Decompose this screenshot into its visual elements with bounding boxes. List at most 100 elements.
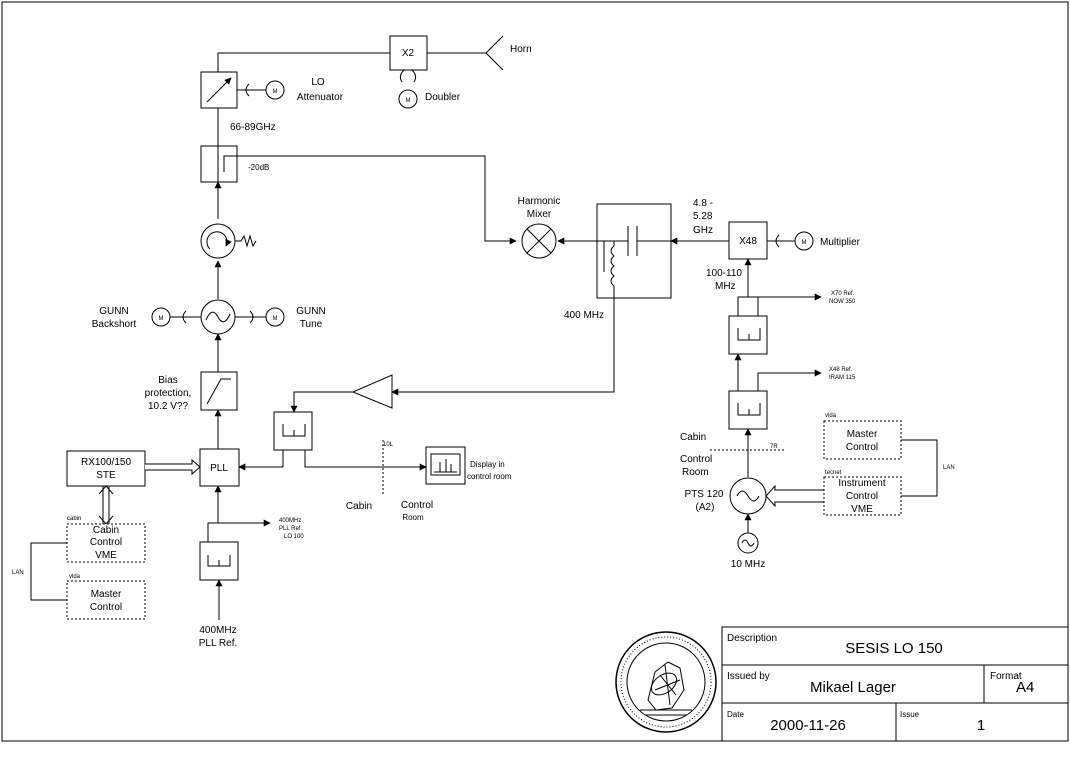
harmonic-mixer-label-2: Mixer [527,209,552,220]
horn-label: Horn [510,44,532,55]
power-splitter-mid-box [273,411,313,451]
cabin-small-label: cabin [67,516,81,522]
format-label: Format [990,671,1022,682]
rx-label-1: RX100/150 [81,457,131,468]
svg-text:vlda: vlda [825,413,837,419]
doubler-x2-box [389,35,428,71]
rx-label-2: STE [96,470,116,481]
svg-text:NOW 350: NOW 350 [829,299,856,305]
description-value: SESIS LO 150 [845,640,943,657]
pll-label: PLL [210,463,228,474]
master-control-left-box [66,580,146,620]
pts-label-1: PTS 120 [685,489,724,500]
svg-text:M: M [406,98,411,104]
instrument-control-vme-box [823,476,902,516]
bias-label-2: protection, [145,388,192,399]
gunn-backshort-label-1: GUNN [99,306,128,317]
harmonic-mixer-label-1: Harmonic [518,196,561,207]
cabin-label: Cabin [346,501,372,512]
rx-ste-box [66,450,146,487]
svg-text:MHz: MHz [715,281,736,292]
svg-text:M: M [159,316,164,322]
master-control-right-box [823,420,902,460]
svg-text:GHz: GHz [693,225,713,236]
svg-text:vlda: vlda [69,574,81,580]
svg-text:tecnet: tecnet [825,470,842,476]
x48-label: X48 [739,236,757,247]
doubler-motor-icon [398,89,418,109]
coupler-box [200,145,238,183]
svg-text:Control: Control [90,537,122,548]
svg-text:LO 100: LO 100 [284,534,304,540]
ref-400-label-1: 400MHz [199,625,236,636]
gunn-backshort-label-2: Backshort [92,319,137,330]
date-label: Date [727,710,744,719]
svg-text:Control: Control [846,442,878,453]
issued-by-value: Mikael Lager [810,679,896,696]
power-splitter-right1-box [728,315,768,355]
svg-text:Master: Master [91,589,122,600]
lan-right-label: LAN [943,465,955,471]
svg-text:IRAM 115: IRAM 115 [829,375,856,381]
backshort-motor-icon [151,307,171,327]
svg-text:7R: 7R [770,444,778,450]
page-border [1,1,1069,742]
isolator-icon [200,223,236,259]
diplexer-box [596,203,672,299]
freq-66-89-label: 66-89GHz [230,122,276,133]
x70-ref-label-1: X70 Ref. [831,291,855,297]
gunn-tune-label-1: GUNN [296,306,325,317]
svg-text:M: M [802,240,807,246]
control-room-right-label-1: Control [680,454,712,465]
mhz-10-label: 10 MHz [731,559,765,570]
freq-100-110-label-1: 100-110 [706,268,742,279]
svg-text:(A2): (A2) [696,502,715,513]
title-block: Description SESIS LO 150 Issued by Mikae… [721,626,1069,742]
bias-protection-box [200,371,238,411]
svg-text:VME: VME [851,504,873,515]
control-room-label-1: Control [401,500,433,511]
horn-icon [485,35,504,71]
bias-label-1: Bias [158,375,177,386]
tune-motor-icon [265,307,285,327]
svg-text:Control: Control [90,602,122,613]
institution-seal-logo [615,631,717,733]
lo-att-label-2: Attenuator [297,92,344,103]
cabin-control-vme-box [66,523,146,563]
svg-text:Cabin: Cabin [93,525,119,536]
lan-left-label: LAN [12,570,24,576]
svg-text:PLL Ref.: PLL Ref. [279,526,302,532]
svg-text:Room: Room [682,467,709,478]
minus-20db-label: -20dB [248,163,269,172]
lo-att-label-1: LO [311,77,325,88]
amplifier-icon [351,374,393,409]
svg-text:control room: control room [467,472,512,481]
issue-value: 1 [977,717,985,734]
date-value: 2000-11-26 [770,717,846,734]
issue-label: Issue [900,710,920,719]
x48-ref-label-1: X48 Ref. [829,367,853,373]
format-value: A4 [1016,679,1034,696]
doubler-label: Doubler [425,92,461,103]
multiplier-label: Multiplier [820,237,861,248]
spectrum-display-icon [430,453,461,476]
svg-text:M: M [273,89,278,95]
pll-box [199,448,240,487]
attenuator-motor-icon [265,80,285,100]
pll-ref-label-1: 400MHz [279,518,301,524]
svg-text:10L: 10L [383,442,394,448]
ref-400-label-2: PLL Ref. [199,638,238,649]
cabin-right-label: Cabin [680,432,706,443]
multiplier-x48-box [728,221,768,260]
svg-text:Instrument: Instrument [838,478,885,489]
svg-text:Control: Control [846,491,878,502]
svg-text:M: M [273,316,278,322]
svg-text:Master: Master [847,429,878,440]
svg-text:5.28: 5.28 [693,211,713,222]
gunn-tune-label-2: Tune [300,319,323,330]
svg-text:VME: VME [95,550,117,561]
if-freq-label-1: 4.8 - [693,198,713,209]
description-label: Description [727,633,777,644]
power-splitter-right2-box [728,390,768,430]
